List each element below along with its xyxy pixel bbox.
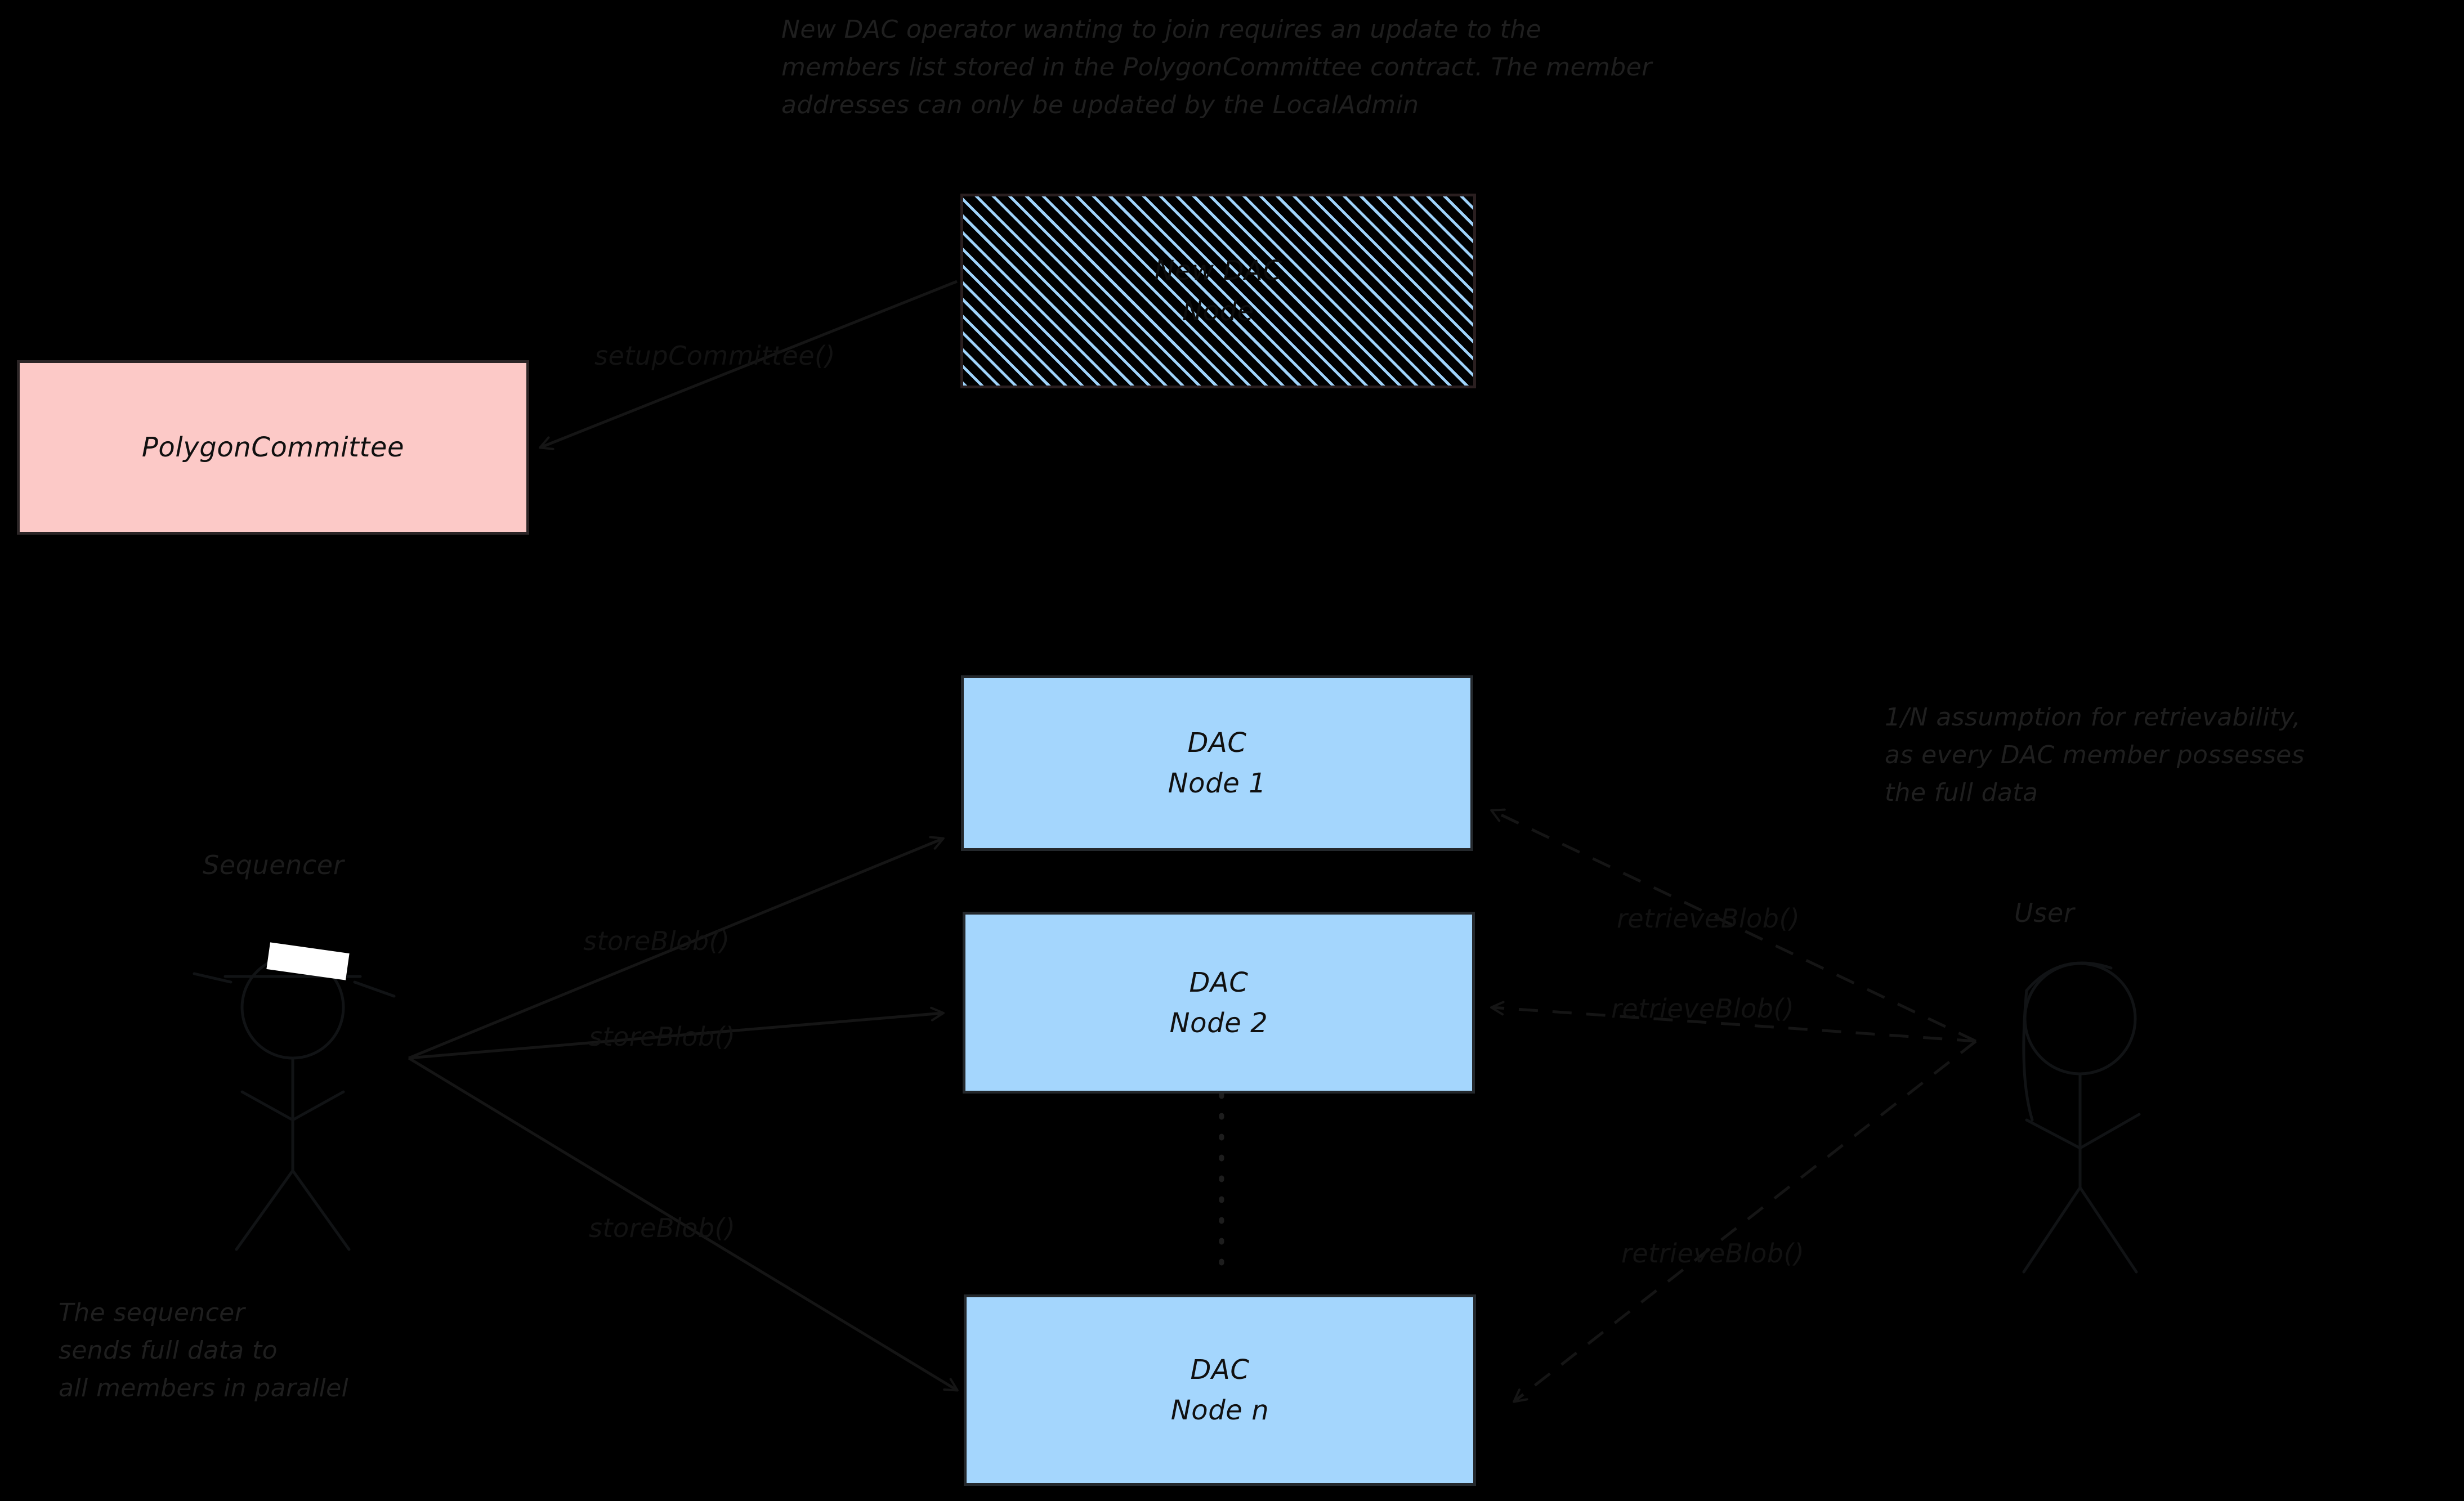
sequencer-label: Sequencer (203, 850, 345, 880)
box-dac-node-1[interactable]: DAC Node 1 (961, 675, 1473, 851)
note-top-dac-operator: New DAC operator wanting to join require… (781, 15, 1652, 119)
edge-store-blob-2 (408, 1006, 945, 1060)
dac-node-2-line1: DAC (1189, 966, 1249, 998)
edge-label-store-blob-2: storeBlob() (589, 1021, 736, 1052)
user-figure-icon (2022, 961, 2141, 1274)
sequencer-figure-icon (193, 955, 396, 1251)
edge-setup-committee (539, 280, 958, 450)
box-dac-node-2[interactable]: DAC Node 2 (963, 912, 1475, 1094)
dac-node-2-line2: Node 2 (1169, 1007, 1268, 1039)
edge-label-retrieve-blob-1: retrieveBlob() (1617, 903, 1800, 934)
note-right-retrievability: 1/N assumption for retrievability, as ev… (1885, 703, 2305, 807)
dac-node-n-line2: Node n (1170, 1395, 1269, 1426)
box-polygon-committee[interactable]: PolygonCommittee (17, 360, 529, 535)
dac-node-1-line2: Node 1 (1168, 768, 1267, 799)
note-bottom-left-sequencer: The sequencer sends full data to all mem… (59, 1298, 349, 1403)
user-label: User (2014, 898, 2075, 928)
edge-label-retrieve-blob-2: retrieveBlob() (1611, 993, 1795, 1024)
box-dac-node-n[interactable]: DAC Node n (964, 1294, 1476, 1486)
edge-label-retrieve-blob-n: retrieveBlob() (1621, 1238, 1805, 1269)
edge-store-blob-n (408, 1056, 959, 1392)
edge-label-setup-committee: setupCommittee() (594, 340, 835, 371)
edge-retrieve-blob-2 (1490, 1001, 1976, 1043)
dac-node-n-line1: DAC (1190, 1354, 1250, 1386)
edge-retrieve-blob-n (1513, 1040, 1977, 1403)
box-new-dac-node[interactable]: New DAC Node (960, 194, 1476, 388)
new-dac-node-line1: New DAC (1154, 255, 1282, 286)
edge-label-store-blob-n: storeBlob() (589, 1213, 736, 1243)
polygon-committee-label: PolygonCommittee (141, 432, 405, 463)
edge-store-blob-1 (408, 836, 945, 1060)
new-dac-node-line2: Node (1182, 295, 1254, 327)
edge-label-store-blob-1: storeBlob() (583, 926, 730, 956)
dac-node-1-line1: DAC (1187, 727, 1247, 759)
edge-retrieve-blob-1 (1490, 808, 1977, 1043)
